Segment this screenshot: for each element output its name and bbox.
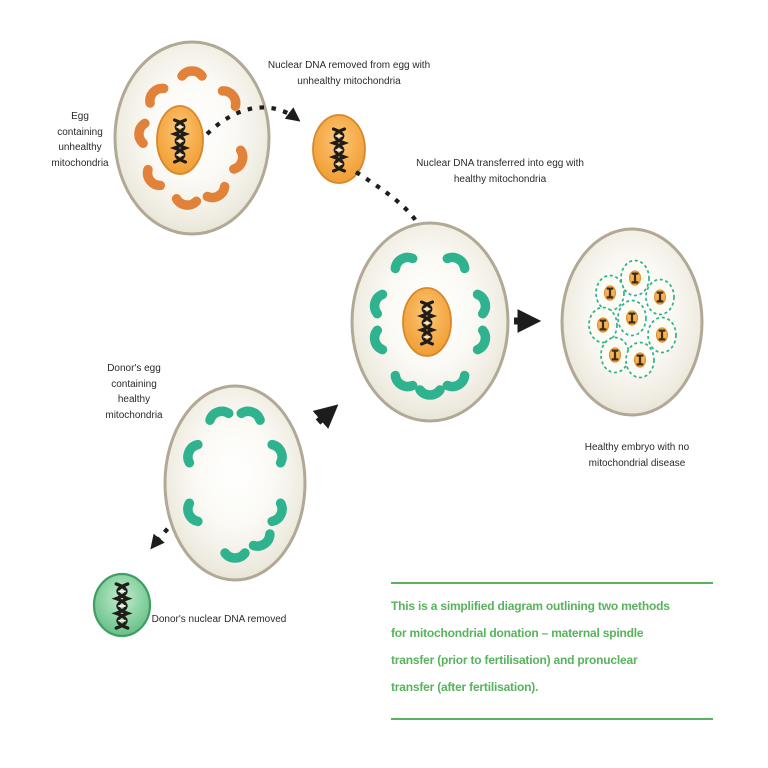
embryo-cell bbox=[646, 316, 678, 354]
label-donor-egg: Donor's egg containing healthy mitochond… bbox=[105, 363, 163, 421]
mitochondrion-icon bbox=[225, 553, 245, 558]
caption-line: This is a simplified diagram outlining t… bbox=[391, 599, 670, 613]
caption-line: transfer (prior to fertilisation) and pr… bbox=[391, 653, 638, 667]
healthy-embryo bbox=[560, 227, 704, 417]
dna-icon bbox=[172, 118, 188, 164]
label-step-transfer-dna: Nuclear DNA transferred into egg with he… bbox=[416, 158, 584, 185]
label-egg-unhealthy: Egg containing unhealthy mitochondria bbox=[51, 111, 109, 169]
embryo-cell bbox=[587, 306, 619, 344]
label-step-remove-dna: Nuclear DNA removed from egg with unheal… bbox=[267, 60, 431, 87]
removed-nuclear-dna bbox=[312, 114, 366, 184]
caption-line: transfer (after fertilisation). bbox=[391, 680, 539, 694]
egg-unhealthy-mitochondria bbox=[113, 40, 271, 236]
label-healthy-embryo: Healthy embryo with no mitochondrial dis… bbox=[584, 442, 690, 469]
embryo-cell bbox=[616, 299, 648, 337]
caption-panel: This is a simplified diagram outlining t… bbox=[391, 582, 713, 720]
embryo-cell bbox=[624, 341, 656, 379]
donor-egg bbox=[163, 384, 307, 582]
dna-icon bbox=[331, 127, 347, 173]
egg-healthy-with-transferred-dna bbox=[350, 221, 510, 423]
nucleus bbox=[92, 572, 152, 638]
embryo-cell bbox=[599, 336, 631, 374]
nucleus bbox=[402, 287, 452, 357]
label-donor-dna-removed: Donor's nuclear DNA removed bbox=[151, 614, 287, 625]
nucleus bbox=[312, 114, 366, 184]
egg-body bbox=[163, 384, 307, 582]
mitochondrion-icon bbox=[182, 71, 202, 76]
dashed-arrow-remove-dna bbox=[205, 105, 301, 136]
embryo-cell bbox=[594, 274, 626, 312]
caption-line: for mitochondrial donation – maternal sp… bbox=[391, 626, 644, 640]
nucleus bbox=[156, 105, 204, 175]
embryo-cell bbox=[619, 259, 651, 297]
donor-removed-nuclear-dna bbox=[92, 572, 152, 638]
dna-icon bbox=[419, 300, 435, 346]
embryo-cell bbox=[644, 278, 676, 316]
solid-arrow-donor-to-egg-icon bbox=[312, 404, 339, 429]
dna-icon bbox=[114, 582, 130, 630]
mitochondrion-icon bbox=[420, 390, 440, 395]
